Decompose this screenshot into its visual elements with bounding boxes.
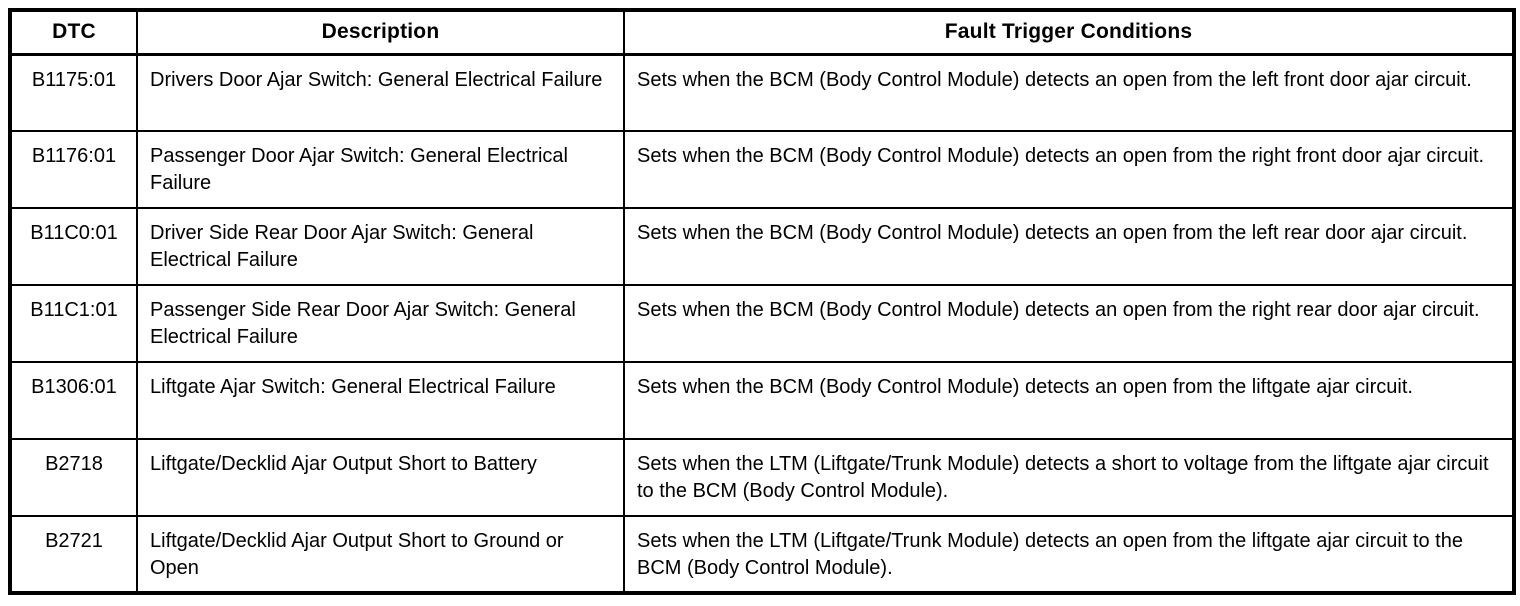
table-row: B2718 Liftgate/Decklid Ajar Output Short… <box>9 438 1515 517</box>
fault-trigger-condition: Sets when the LTM (Liftgate/Trunk Module… <box>623 515 1515 594</box>
table-row: B2721 Liftgate/Decklid Ajar Output Short… <box>9 515 1515 594</box>
fault-trigger-condition: Sets when the LTM (Liftgate/Trunk Module… <box>623 438 1515 517</box>
fault-trigger-condition: Sets when the BCM (Body Control Module) … <box>623 361 1515 440</box>
dtc-fault-table: DTC Description Fault Trigger Conditions… <box>8 8 1516 595</box>
dtc-code: B2718 <box>9 438 138 517</box>
table-row: B1175:01 Drivers Door Ajar Switch: Gener… <box>9 53 1515 132</box>
dtc-code: B11C0:01 <box>9 207 138 286</box>
fault-trigger-condition: Sets when the BCM (Body Control Module) … <box>623 284 1515 363</box>
table-row: B11C1:01 Passenger Side Rear Door Ajar S… <box>9 284 1515 363</box>
dtc-code: B2721 <box>9 515 138 594</box>
dtc-code: B11C1:01 <box>9 284 138 363</box>
table-row: B1176:01 Passenger Door Ajar Switch: Gen… <box>9 130 1515 209</box>
table-header-row: DTC Description Fault Trigger Conditions <box>9 9 1515 56</box>
dtc-code: B1176:01 <box>9 130 138 209</box>
dtc-description: Drivers Door Ajar Switch: General Electr… <box>136 53 625 132</box>
dtc-description: Liftgate/Decklid Ajar Output Short to Gr… <box>136 515 625 594</box>
fault-trigger-condition: Sets when the BCM (Body Control Module) … <box>623 53 1515 132</box>
fault-trigger-condition: Sets when the BCM (Body Control Module) … <box>623 207 1515 286</box>
dtc-code: B1175:01 <box>9 53 138 132</box>
dtc-code: B1306:01 <box>9 361 138 440</box>
table-row: B11C0:01 Driver Side Rear Door Ajar Swit… <box>9 207 1515 286</box>
dtc-description: Passenger Door Ajar Switch: General Elec… <box>136 130 625 209</box>
header-fault-trigger-conditions: Fault Trigger Conditions <box>623 9 1515 56</box>
dtc-description: Passenger Side Rear Door Ajar Switch: Ge… <box>136 284 625 363</box>
dtc-description: Driver Side Rear Door Ajar Switch: Gener… <box>136 207 625 286</box>
header-description: Description <box>136 9 625 56</box>
dtc-description: Liftgate/Decklid Ajar Output Short to Ba… <box>136 438 625 517</box>
header-dtc: DTC <box>9 9 138 56</box>
dtc-description: Liftgate Ajar Switch: General Electrical… <box>136 361 625 440</box>
table-row: B1306:01 Liftgate Ajar Switch: General E… <box>9 361 1515 440</box>
fault-trigger-condition: Sets when the BCM (Body Control Module) … <box>623 130 1515 209</box>
